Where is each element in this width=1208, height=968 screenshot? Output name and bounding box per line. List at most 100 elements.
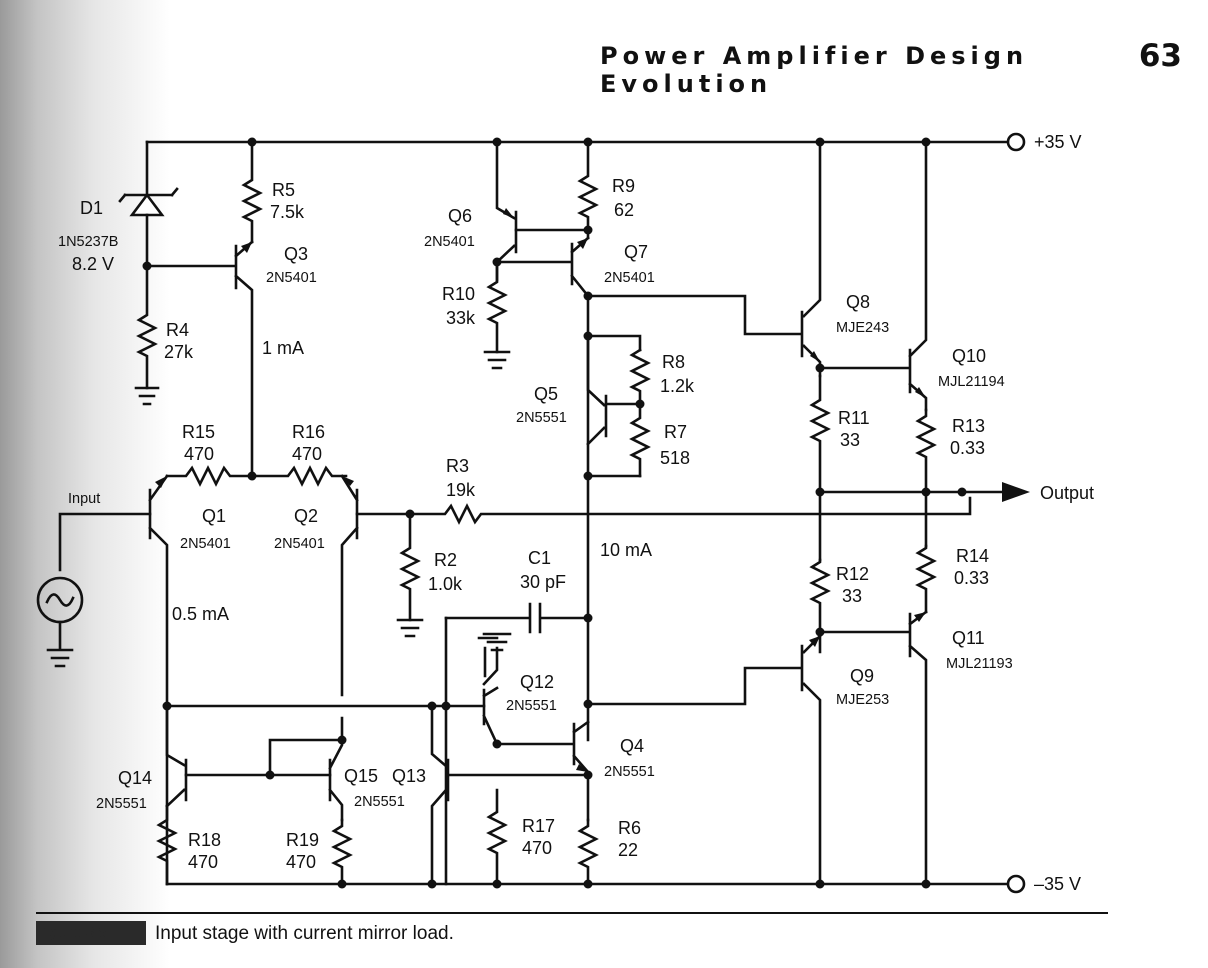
resistor-r17: [486, 788, 508, 886]
junction-dots: [142, 137, 967, 889]
figure-label: Figure 3.8: [36, 921, 146, 945]
resistor-r15: [165, 465, 254, 487]
label-r14-ref: R14: [956, 546, 989, 566]
label-q7-part: 2N5401: [604, 270, 655, 286]
label-r5-value: 7.5k: [270, 202, 305, 222]
label-r18-value: 470: [188, 852, 218, 872]
capacitor-c1: [444, 602, 590, 886]
label-c1-value: 30 pF: [520, 572, 566, 592]
transistor-q6: [495, 140, 590, 282]
label-r7-ref: R7: [664, 422, 687, 442]
resistor-r4: [136, 264, 158, 390]
ground-symbol-r2: [396, 618, 424, 638]
resistor-r5: [241, 140, 263, 244]
label-q2-ref: Q2: [294, 506, 318, 526]
running-head-title: Power Amplifier Design Evolution: [600, 42, 1029, 98]
transistor-q7: [495, 236, 590, 478]
label-r14-value: 0.33: [954, 568, 989, 588]
label-r3-value: 19k: [446, 480, 476, 500]
transistor-q9: [800, 634, 822, 886]
label-r5-ref: R5: [272, 180, 295, 200]
page-edge-shadow: [0, 0, 170, 968]
label-q4-part: 2N5551: [604, 764, 655, 780]
label-q15-ref: Q15: [344, 766, 378, 786]
label-r8-ref: R8: [662, 352, 685, 372]
resistor-r18: [156, 804, 178, 886]
transistor-q12: [165, 636, 499, 746]
label-r18-ref: R18: [188, 830, 221, 850]
label-d1-value: 8.2 V: [72, 254, 114, 274]
label-q6-part: 2N5401: [424, 234, 475, 250]
negative-rail: [165, 874, 1026, 894]
zener-diode-d1: [118, 140, 179, 268]
resistor-r9: [577, 140, 599, 240]
label-r17-value: 470: [522, 838, 552, 858]
label-r19-value: 470: [286, 852, 316, 872]
label-q3-part: 2N5401: [266, 270, 317, 286]
label-q3-ref: Q3: [284, 244, 308, 264]
resistor-r8: [629, 348, 651, 406]
label-r7-value: 518: [660, 448, 690, 468]
label-q10-part: MJL21194: [938, 374, 1005, 390]
label-q9-part: MJE253: [836, 692, 889, 708]
label-r4-ref: R4: [166, 320, 189, 340]
ground-symbol-r10: [483, 350, 511, 370]
label-q12-part: 2N5551: [506, 698, 557, 714]
resistor-r16: [250, 465, 348, 487]
label-r8-value: 1.2k: [660, 376, 695, 396]
transistor-q11: [818, 610, 928, 886]
transistor-q14: [165, 704, 332, 808]
label-r17-ref: R17: [522, 816, 555, 836]
label-r3-ref: R3: [446, 456, 469, 476]
caption-rule: [36, 912, 1108, 914]
ground-symbol-r4: [134, 386, 160, 406]
figure-caption: Input stage with current mirror load.: [155, 923, 454, 944]
label-r19-ref: R19: [286, 830, 319, 850]
label-r12-ref: R12: [836, 564, 869, 584]
transistor-q10: [818, 140, 928, 412]
transistor-q15: [268, 716, 344, 822]
label-r13-ref: R13: [952, 416, 985, 436]
label-r10-value: 33k: [446, 308, 476, 328]
label-current-vas: 10 mA: [600, 540, 652, 560]
label-c1-ref: C1: [528, 548, 551, 568]
label-q11-ref: Q11: [952, 628, 985, 648]
label-r9-ref: R9: [612, 176, 635, 196]
label-q13-ref: Q13: [392, 766, 426, 786]
transistor-q13: [430, 704, 590, 886]
resistor-r6: [577, 818, 599, 886]
label-q14-part: 2N5551: [96, 796, 147, 812]
label-q7-ref: Q7: [624, 242, 648, 262]
resistor-r2: [399, 512, 421, 622]
signal-source: [36, 576, 84, 668]
label-output: Output: [1040, 483, 1094, 503]
label-q2-part: 2N5401: [274, 536, 325, 552]
positive-rail: [145, 132, 1026, 152]
label-r2-ref: R2: [434, 550, 457, 570]
label-q11-part: MJL21193: [946, 656, 1013, 672]
label-q9-ref: Q9: [850, 666, 874, 686]
label-q5-part: 2N5551: [516, 410, 567, 426]
transistor-q2: [340, 474, 972, 697]
label-positive-rail: +35 V: [1034, 132, 1082, 152]
label-r11-value: 33: [840, 430, 860, 450]
label-r11-ref: R11: [838, 408, 870, 428]
label-q14-ref: Q14: [118, 768, 152, 788]
resistor-r12: [809, 558, 831, 654]
label-d1-part: 1N5237B: [58, 234, 118, 250]
label-r16-value: 470: [292, 444, 322, 464]
label-negative-rail: –35 V: [1034, 874, 1081, 894]
transistor-q1: [58, 474, 169, 886]
ground-symbol-q12: [482, 632, 512, 652]
page-header: Power Amplifier Design Evolution 63: [600, 38, 1190, 98]
label-q8-part: MJE243: [836, 320, 889, 336]
transistor-q3: [145, 240, 254, 478]
label-r16-ref: R16: [292, 422, 325, 442]
resistor-r10: [486, 260, 508, 354]
resistor-r14: [915, 544, 937, 614]
resistor-r11: [809, 374, 831, 562]
label-q4-ref: Q4: [620, 736, 644, 756]
label-r4-value: 27k: [164, 342, 194, 362]
label-r10-ref: R10: [442, 284, 475, 304]
